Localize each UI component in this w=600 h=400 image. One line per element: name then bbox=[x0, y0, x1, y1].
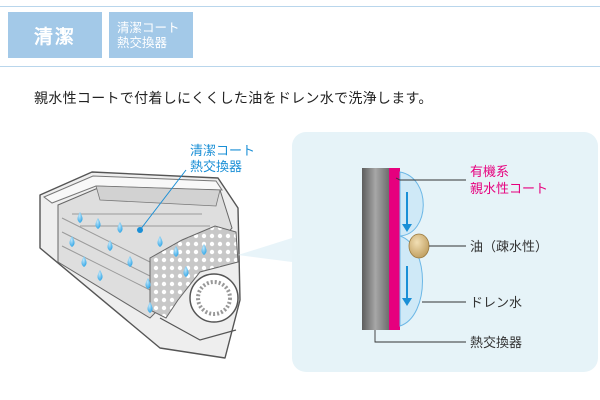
exchanger-label: 熱交換器 bbox=[470, 335, 522, 351]
drain-label: ドレン水 bbox=[470, 296, 522, 311]
detail-panel: 有機系 親水性コート 油（疎水性） ドレン水 熱交換器 bbox=[292, 132, 598, 372]
unit-bottom-edge bbox=[159, 317, 237, 341]
feature-tag-line2: 熱交換器 bbox=[117, 35, 168, 50]
header-bottom-rule bbox=[0, 66, 600, 67]
exchanger-leader bbox=[374, 330, 466, 343]
drain-flow-arrow-lower-head bbox=[402, 298, 412, 306]
unit-top-panel bbox=[43, 175, 223, 204]
category-tag: 清潔 bbox=[8, 12, 102, 58]
feature-tag: 清潔コート 熱交換器 bbox=[109, 12, 193, 58]
exchanger-plate bbox=[362, 168, 389, 330]
air-conditioner-unit bbox=[39, 169, 241, 359]
hydrophilic-coat-layer bbox=[389, 168, 400, 330]
coat-leader bbox=[395, 177, 466, 181]
unit-callout-line1: 清潔コート bbox=[190, 144, 255, 159]
oil-label: 油（疎水性） bbox=[470, 240, 548, 255]
perforated-panel bbox=[149, 225, 239, 319]
fin-stripes bbox=[61, 213, 210, 291]
oil-droplet bbox=[408, 233, 430, 259]
header-top-rule bbox=[0, 6, 600, 7]
drain-flow-arrow-upper-head bbox=[402, 224, 412, 232]
callout-leader bbox=[139, 169, 187, 231]
zoom-beam bbox=[238, 238, 292, 262]
unit-callout-line2: 熱交換器 bbox=[190, 159, 242, 175]
detail-panel-bg bbox=[292, 132, 598, 372]
water-droplets bbox=[69, 212, 207, 313]
coat-label-line1: 有機系 bbox=[470, 165, 509, 180]
coat-label-line2: 親水性コート bbox=[470, 182, 548, 197]
front-grille bbox=[95, 185, 221, 207]
feature-tag-line1: 清潔コート bbox=[117, 20, 180, 35]
lead-sentence: 親水性コートで付着しにくくした油をドレン水で洗浄します。 bbox=[34, 91, 433, 107]
category-tag-label: 清潔 bbox=[33, 25, 76, 48]
